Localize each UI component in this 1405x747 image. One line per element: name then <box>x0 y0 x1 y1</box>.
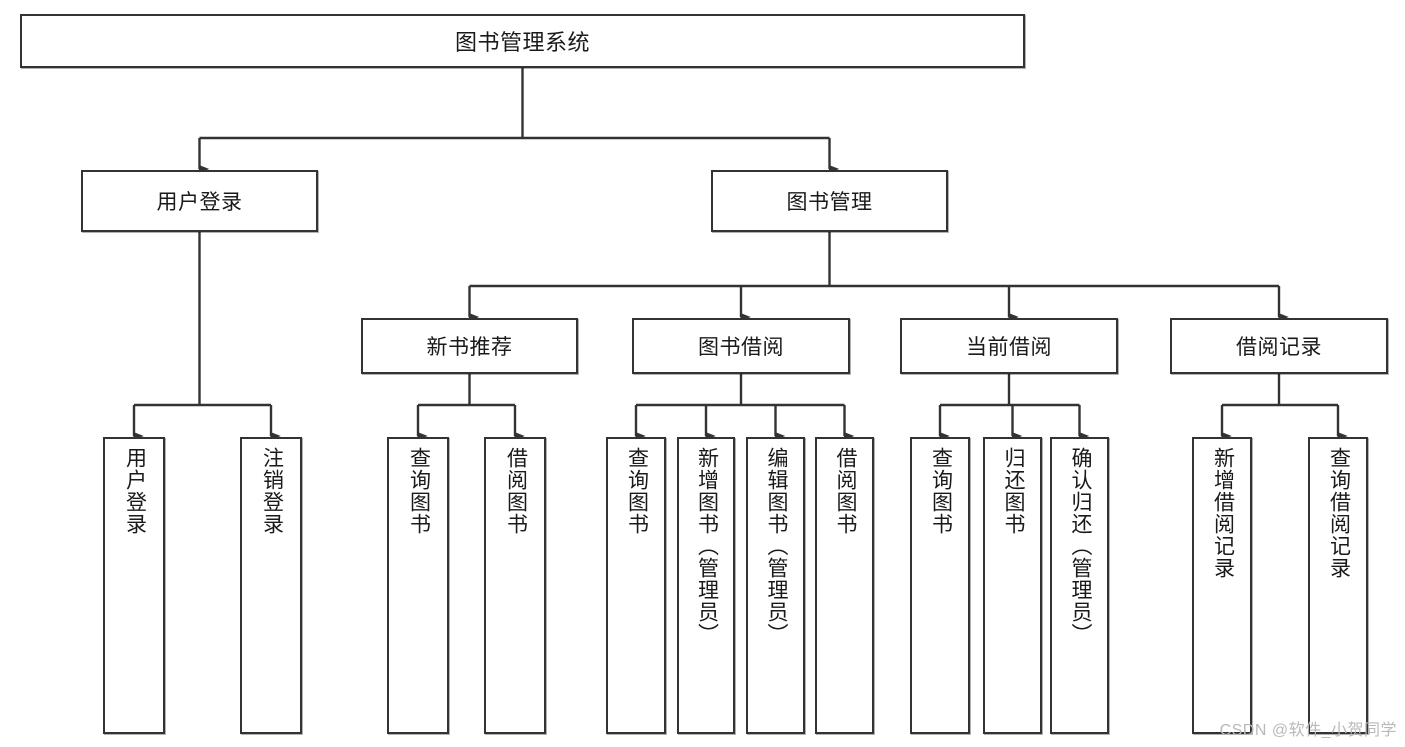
node-leaf-edit-book[interactable]: 编辑图书（管理员） <box>746 437 805 734</box>
node-label: 注销登录 <box>260 447 284 535</box>
node-leaf-borrow-book-1[interactable]: 借阅图书 <box>484 437 546 734</box>
node-label: 查询图书 <box>407 447 431 535</box>
node-leaf-add-book[interactable]: 新增图书（管理员） <box>677 437 735 734</box>
node-label: 借阅记录 <box>1236 336 1322 359</box>
node-label: 图书借阅 <box>698 336 784 359</box>
node-label: 编辑图书（管理员） <box>764 447 788 645</box>
node-leaf-logout[interactable]: 注销登录 <box>240 437 302 734</box>
node-leaf-query-record[interactable]: 查询借阅记录 <box>1308 437 1368 734</box>
watermark-label: CSDN @软件_小贺同学 <box>1219 722 1397 739</box>
node-label: 当前借阅 <box>966 336 1052 359</box>
node-leaf-user-login[interactable]: 用户登录 <box>103 437 165 734</box>
node-book-borrow[interactable]: 图书借阅 <box>632 318 850 374</box>
node-leaf-query-book-3[interactable]: 查询图书 <box>910 437 970 734</box>
node-label: 图书管理系统 <box>454 30 590 55</box>
node-label: 新增借阅记录 <box>1211 447 1235 579</box>
node-user-login[interactable]: 用户登录 <box>81 170 318 232</box>
node-label: 查询图书 <box>625 447 649 535</box>
node-leaf-borrow-book-2[interactable]: 借阅图书 <box>815 437 874 734</box>
node-leaf-query-book-2[interactable]: 查询图书 <box>606 437 666 734</box>
node-leaf-confirm-return[interactable]: 确认归还（管理员） <box>1050 437 1109 734</box>
node-label: 确认归还（管理员） <box>1068 447 1092 645</box>
node-leaf-return-book[interactable]: 归还图书 <box>983 437 1042 734</box>
node-borrow-record[interactable]: 借阅记录 <box>1170 318 1388 374</box>
node-label: 查询图书 <box>929 447 953 535</box>
node-leaf-add-record[interactable]: 新增借阅记录 <box>1192 437 1252 734</box>
node-label: 借阅图书 <box>833 447 857 535</box>
node-current-borrow[interactable]: 当前借阅 <box>900 318 1118 374</box>
node-label: 查询借阅记录 <box>1327 447 1351 579</box>
node-leaf-query-book-1[interactable]: 查询图书 <box>387 437 449 734</box>
node-label: 归还图书 <box>1001 447 1025 535</box>
node-book-manage[interactable]: 图书管理 <box>711 170 948 232</box>
node-label: 新书推荐 <box>426 336 513 359</box>
node-label: 用户登录 <box>123 447 147 535</box>
node-label: 新增图书（管理员） <box>695 447 719 645</box>
node-label: 借阅图书 <box>504 447 528 535</box>
node-label: 用户登录 <box>156 191 243 214</box>
node-root[interactable]: 图书管理系统 <box>20 14 1025 68</box>
node-new-book-rec[interactable]: 新书推荐 <box>361 318 578 374</box>
node-label: 图书管理 <box>786 191 873 214</box>
